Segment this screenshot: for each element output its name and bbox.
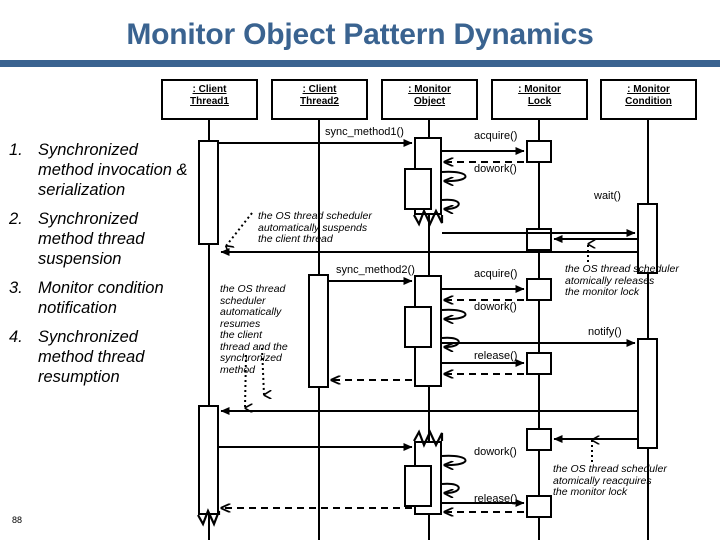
activation-monitor-lock-6 [526,495,552,518]
message-label-dowork-2: dowork() [474,301,517,313]
message-label-sync-method1: sync_method1() [325,126,404,138]
list-item-label: Monitor condition notification [38,279,164,317]
message-label-wait: wait() [594,190,621,202]
activation-client-thread1-1 [198,140,219,245]
activation-monitor-lock-2 [526,228,552,251]
lifeline-monitor-lock [538,120,540,540]
message-label-dowork-1: dowork() [474,163,517,175]
message-label-acquire-2: acquire() [474,268,518,280]
activation-monitor-condition-2 [637,338,658,449]
lifeline-label-line2: Condition [625,96,672,107]
note-resume: the OS thread scheduler automatically re… [220,283,288,376]
lifeline-label-line2: Thread1 [190,96,229,107]
activation-monitor-object-1-nested [404,168,432,210]
activation-monitor-object-2-nested [404,306,432,348]
lifeline-label-line2: Lock [527,96,552,107]
lifeline-label-line1: : Client [302,84,337,95]
activation-client-thread2 [308,274,329,388]
note-reacquire-lock: the OS thread scheduler atomically reacq… [553,463,667,498]
list-item-number: 4. [9,328,23,346]
activation-monitor-lock-1 [526,140,552,163]
list-item: 4. Synchronized method thread resumption [6,327,188,387]
title-divider [0,60,720,67]
activation-monitor-lock-3 [526,278,552,301]
lifeline-label-line2: Object [413,96,446,107]
page-number: 88 [12,515,23,525]
lifeline-monitor-object [428,120,430,540]
list-item-label: Synchronized method invocation & seriali… [38,141,188,199]
activation-monitor-object-2 [414,275,442,387]
steps-list: 1. Synchronized method invocation & seri… [6,140,188,396]
list-item-number: 3. [9,279,23,297]
list-item-number: 1. [9,141,23,159]
list-item: 1. Synchronized method invocation & seri… [6,140,188,200]
lifeline-client-thread2 [318,120,320,540]
activation-monitor-object-3 [414,441,442,515]
list-item-label: Synchronized method thread resumption [38,328,145,386]
lifeline-header-client-thread1: : Client Thread1 [161,79,258,120]
list-item-number: 2. [9,210,23,228]
lifeline-label-line1: : Monitor [627,84,670,95]
message-label-sync-method2: sync_method2() [336,264,415,276]
message-label-notify: notify() [588,326,622,338]
message-label-acquire-1: acquire() [474,130,518,142]
lifeline-label-line2: Thread2 [300,96,339,107]
lifeline-client-thread1 [208,120,210,540]
message-label-release-1: release() [474,350,518,362]
lifeline-label-line1: : Client [192,84,227,95]
lifeline-header-monitor-lock: : Monitor Lock [491,79,588,120]
page-title: Monitor Object Pattern Dynamics [126,18,594,51]
activation-monitor-object-1 [414,137,442,215]
note-release-lock: the OS thread scheduler atomically relea… [565,263,679,298]
lifeline-label-line1: : Monitor [408,84,451,95]
lifeline-monitor-condition [647,120,649,540]
list-item: 3. Monitor condition notification [6,278,188,318]
message-label-release-2: release() [474,493,518,505]
note-suspend: the OS thread scheduler automatically su… [258,210,372,245]
message-label-dowork-3: dowork() [474,446,517,458]
lifeline-header-monitor-condition: : Monitor Condition [600,79,697,120]
list-item-label: Synchronized method thread suspension [38,210,145,268]
lifeline-label-line1: : Monitor [518,84,561,95]
activation-client-thread1-2 [198,405,219,515]
activation-monitor-condition-1 [637,203,658,274]
lifeline-header-monitor-object: : Monitor Object [381,79,478,120]
activation-monitor-lock-5 [526,428,552,451]
activation-monitor-object-3-nested [404,465,432,507]
list-item: 2. Synchronized method thread suspension [6,209,188,269]
activation-monitor-lock-4 [526,352,552,375]
lifeline-header-client-thread2: : Client Thread2 [271,79,368,120]
